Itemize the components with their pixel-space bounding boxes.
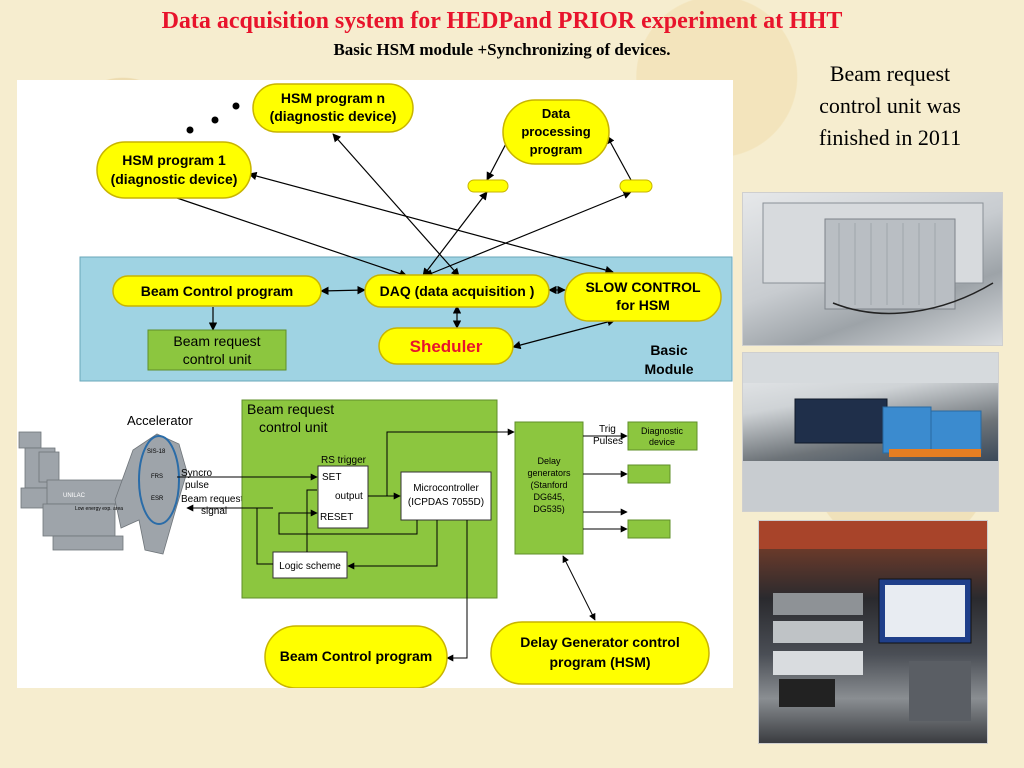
beam-request-unit-title: control unit [259,419,328,435]
accelerator-label: Accelerator [127,413,193,428]
note-line: Beam request [829,61,951,86]
svg-text:Beam Control program: Beam Control program [141,283,293,299]
svg-text:(ICPDAS 7055D): (ICPDAS 7055D) [408,497,484,508]
svg-text:Delay Generator control: Delay Generator control [520,634,680,650]
beam-request-unit-top: Beam request control unit [147,329,287,371]
svg-text:Delay: Delay [537,456,561,466]
slow-control-node: SLOW CONTROL for HSM [564,272,722,322]
reset-port: RESET [320,512,353,523]
trig-pulses-label: Pulses [593,436,623,447]
svg-text:control unit: control unit [183,351,252,367]
rs-trigger-label: RS trigger [321,455,367,466]
note-line: control unit was [819,92,961,118]
svg-text:Sheduler: Sheduler [410,337,483,356]
trig-pulses-label: Trig [599,424,616,435]
edge-data-right [606,135,632,181]
svg-text:Logic scheme: Logic scheme [279,561,341,572]
edge-beam-daq [320,285,366,296]
edge-delay-ctrl [562,555,596,621]
sheduler-node: Sheduler [378,327,514,365]
svg-text:generators: generators [527,468,571,478]
basic-module-label: Basic [650,342,688,358]
svg-text:Beam Control program: Beam Control program [280,648,432,664]
beam-control-program: Beam Control program [112,275,322,307]
ellipsis-dot [232,102,240,110]
set-port: SET [322,472,341,483]
beam-request-signal-label: Beam request [181,494,243,505]
svg-text:Diagnostic: Diagnostic [641,426,684,436]
edge-sheduler-slow [512,317,616,350]
svg-text:SLOW CONTROL: SLOW CONTROL [585,279,701,295]
rs-trigger-box [317,465,369,529]
slide-title: Data acquisition system for HEDPand PRIO… [161,8,843,34]
edge-pill-slow [424,190,632,278]
svg-text:Microcontroller: Microcontroller [413,483,479,494]
hsm-program-n: HSM program n (diagnostic device) [252,83,414,133]
svg-text:(diagnostic device): (diagnostic device) [111,171,238,187]
svg-text:program (HSM): program (HSM) [549,654,650,670]
basic-module-label: Module [645,361,694,377]
modules-photo [742,352,999,512]
svg-text:SIS-18: SIS-18 [147,449,166,455]
svg-text:(Stanford: (Stanford [530,480,567,490]
accelerator-map: Accelerator SIS-18 UNILAC ESR FRS Low en… [18,413,193,555]
svg-text:for HSM: for HSM [616,297,670,313]
data-processing-program: Data processing program [502,99,610,165]
delay-generator-control-program: Delay Generator control program (HSM) [490,621,710,685]
svg-text:DG535): DG535) [533,504,565,514]
synchro-pulse-label: Syncro [181,468,213,479]
edge-logic-set [306,489,317,552]
svg-text:ESR: ESR [151,496,164,502]
output-port: output [335,491,363,502]
beam-control-program-bottom: Beam Control program [264,625,448,689]
synchro-pulse-label: pulse [185,480,209,491]
diagnostic-device-box: Diagnostic device [627,421,698,451]
crate-photo [742,192,1003,346]
diagram-canvas: HSM program n (diagnostic device) HSM pr… [18,83,733,689]
svg-text:processing: processing [521,124,590,139]
svg-text:(diagnostic device): (diagnostic device) [270,108,397,124]
connector-pill [619,179,653,193]
svg-text:DAQ (data acquisition ): DAQ (data acquisition ) [380,283,535,299]
rack-photo [758,520,988,744]
ellipsis-dot [186,126,194,134]
svg-text:Data: Data [542,106,571,121]
edge-logic-signal [256,508,273,565]
svg-text:DG645,: DG645, [533,492,564,502]
architecture-diagram: HSM program n (diagnostic device) HSM pr… [17,80,733,689]
connector-pill [467,179,509,193]
svg-text:Low energy exp. area: Low energy exp. area [75,506,123,512]
svg-text:Beam request: Beam request [173,333,260,349]
svg-text:UNILAC: UNILAC [63,493,86,499]
edge-mc-logic [347,520,438,570]
device-slot [627,464,671,484]
delay-generators-box: Delay generators (Stanford DG645, DG535) [514,421,584,555]
beam-request-signal-label: signal [201,506,227,517]
device-slot [627,519,671,539]
svg-text:device: device [649,437,675,447]
logic-scheme-box: Logic scheme [272,551,348,579]
beam-request-unit-title: Beam request [247,401,334,417]
daq-node: DAQ (data acquisition ) [364,274,550,308]
svg-text:HSM program 1: HSM program 1 [122,152,226,168]
completion-note: Beam request control unit was finished i… [780,58,1000,154]
edge-hsmn-daq [332,133,460,277]
note-line: finished in 2011 [818,124,962,150]
hsm-program-1: HSM program 1 (diagnostic device) [96,141,252,199]
svg-text:HSM program n: HSM program n [281,90,385,106]
microcontroller-box: Microcontroller (ICPDAS 7055D) [400,471,492,521]
slide-subtitle: Basic HSM module +Synchronizing of devic… [333,40,671,59]
edge-output-delay [386,428,515,496]
svg-text:program: program [530,142,583,157]
edge-mc-beamctrl [446,520,468,662]
svg-text:FRS: FRS [151,474,163,480]
edge-mc-reset [278,509,418,535]
ellipsis-dot [211,116,219,124]
